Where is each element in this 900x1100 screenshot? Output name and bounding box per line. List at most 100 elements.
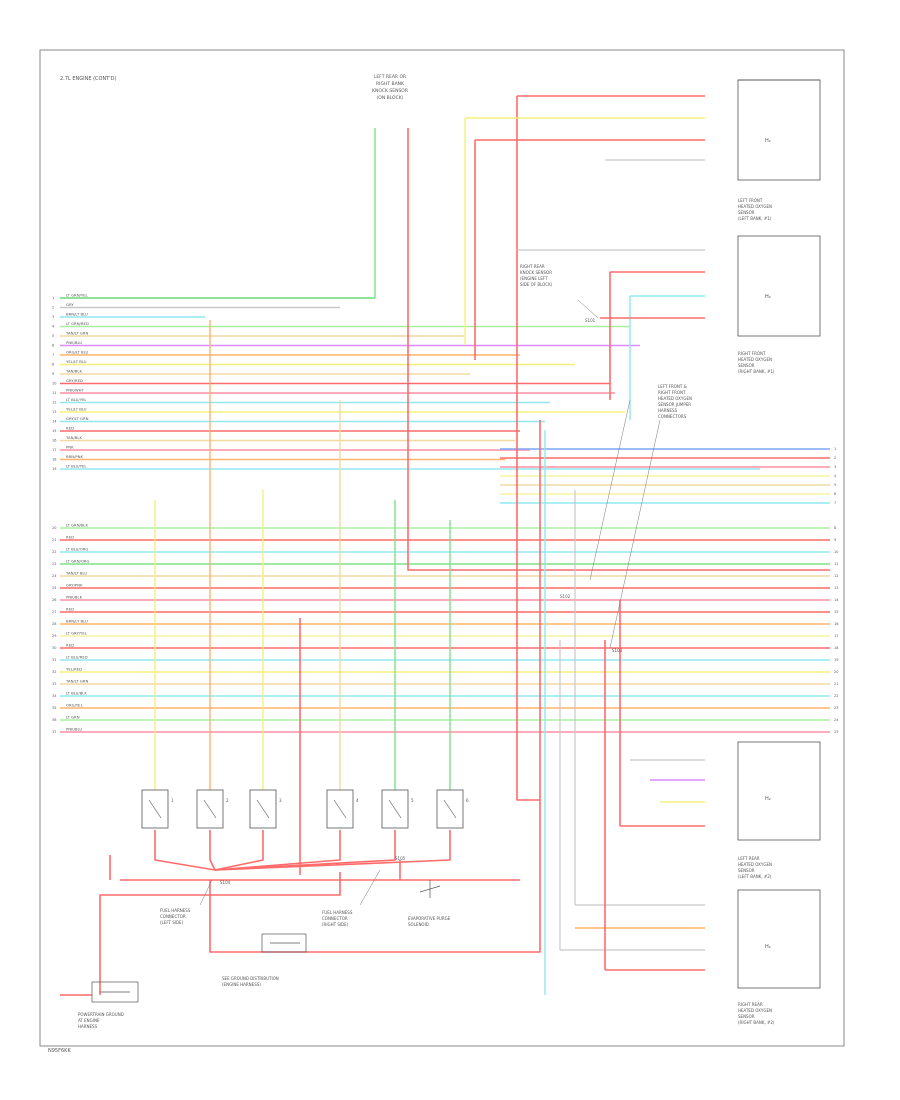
svg-text:5: 5 (834, 483, 836, 487)
wire (209, 830, 216, 871)
ground-switch-symbol (91, 880, 441, 1003)
fuel-injector: 4 (326, 789, 359, 829)
svg-text:3: 3 (834, 465, 836, 469)
svg-text:5: 5 (411, 798, 414, 803)
svg-text:11: 11 (834, 562, 838, 566)
svg-text:LT GRN/YEL: LT GRN/YEL (66, 293, 89, 298)
svg-text:SENSOR: SENSOR (738, 1014, 755, 1019)
svg-text:2: 2 (834, 456, 836, 460)
corner-label: 2.7L ENGINE (CONT'D) (60, 76, 116, 82)
svg-text:RED: RED (66, 426, 74, 431)
svg-text:11: 11 (52, 391, 56, 395)
svg-text:22: 22 (834, 694, 838, 698)
wire (516, 96, 540, 801)
svg-text:6: 6 (466, 798, 469, 803)
svg-text:15: 15 (834, 610, 838, 614)
svg-text:HEATED OXYGEN: HEATED OXYGEN (738, 357, 772, 362)
wire (214, 830, 451, 871)
fuel-injector: 2 (196, 789, 229, 829)
splice-labels: S101 S102 S103 S104 S105 (220, 318, 623, 885)
note-fuel-harness-left: FUEL HARNESS CONNECTOR (LEFT SIDE) (160, 908, 191, 925)
svg-text:4: 4 (834, 474, 837, 478)
svg-text:13: 13 (834, 586, 838, 590)
svg-text:(ENGINE LEFT: (ENGINE LEFT (520, 276, 548, 281)
svg-text:YEL/RED: YEL/RED (66, 667, 82, 672)
svg-text:KNOCK SENSOR: KNOCK SENSOR (520, 270, 552, 275)
svg-text:9: 9 (834, 538, 836, 542)
svg-text:6: 6 (834, 492, 836, 496)
svg-text:29: 29 (52, 634, 56, 638)
svg-text:28: 28 (52, 622, 56, 626)
svg-text:30: 30 (52, 646, 56, 650)
svg-text:GRY/PNK: GRY/PNK (66, 583, 83, 588)
svg-text:TAN/LT BLU: TAN/LT BLU (65, 571, 87, 576)
svg-text:17: 17 (52, 448, 56, 452)
note-evap-solenoid: EVAPORATIVE PURGE SOLENOID (408, 916, 451, 927)
wire (199, 879, 213, 906)
svg-text:SENSOR: SENSOR (738, 210, 755, 215)
svg-text:HARNESS: HARNESS (78, 1024, 98, 1029)
svg-text:21: 21 (834, 682, 838, 686)
svg-text:1: 1 (52, 296, 54, 300)
svg-text:34: 34 (52, 694, 57, 698)
svg-text:2: 2 (226, 798, 229, 803)
svg-text:RIGHT FRONT: RIGHT FRONT (658, 390, 686, 395)
svg-text:FUEL HARNESS: FUEL HARNESS (160, 908, 191, 913)
svg-text:36: 36 (52, 718, 56, 722)
svg-text:LT GRN/RED: LT GRN/RED (66, 321, 89, 326)
svg-text:16: 16 (834, 622, 838, 626)
svg-text:2: 2 (52, 306, 54, 310)
svg-text:6: 6 (52, 344, 54, 348)
note-ground-distribution: SEE GROUND DISTRIBUTION (ENGINE HARNESS) (222, 976, 279, 987)
svg-text:LT BLU/BLK: LT BLU/BLK (66, 691, 87, 696)
svg-text:(ENGINE HARNESS): (ENGINE HARNESS) (222, 982, 261, 987)
svg-text:YEL/LT BLU: YEL/LT BLU (66, 359, 87, 364)
svg-text:HARNESS: HARNESS (658, 408, 678, 413)
svg-text:20: 20 (52, 526, 56, 530)
fuel-injector: 6 (436, 789, 469, 829)
svg-text:12: 12 (52, 401, 56, 405)
svg-text:ORG/LT BLU: ORG/LT BLU (66, 350, 88, 355)
svg-text:25: 25 (834, 730, 838, 734)
svg-text:14: 14 (52, 420, 57, 424)
svg-text:CONNECTORS: CONNECTORS (658, 414, 687, 419)
svg-text:23: 23 (52, 562, 56, 566)
svg-text:27: 27 (52, 610, 56, 614)
wire (589, 399, 631, 581)
wire (577, 299, 599, 319)
svg-text:H₂: H₂ (765, 138, 771, 144)
svg-text:LT GRY/YEL: LT GRY/YEL (66, 631, 88, 636)
svg-text:RIGHT FRONT: RIGHT FRONT (738, 351, 766, 356)
svg-text:PNK: PNK (66, 445, 74, 450)
svg-text:GRY/RED: GRY/RED (66, 378, 83, 383)
svg-text:HEATED OXYGEN: HEATED OXYGEN (738, 1008, 772, 1013)
svg-text:TAN/BLK: TAN/BLK (65, 369, 82, 374)
svg-text:RIGHT BANK: RIGHT BANK (376, 81, 405, 87)
svg-text:YEL/LT BLU: YEL/LT BLU (66, 407, 87, 412)
svg-text:PNK/BLU: PNK/BLU (66, 340, 82, 345)
svg-text:HEATED OXYGEN: HEATED OXYGEN (738, 204, 772, 209)
wire (609, 419, 661, 649)
top-connector-label: LEFT REAR OR RIGHT BANK KNOCK SENSOR (ON… (372, 74, 408, 101)
svg-text:LEFT FRONT: LEFT FRONT (738, 198, 763, 203)
o2-sensor-right-rear: H₂ RIGHT REAR HEATED OXYGEN SENSOR (RIGH… (737, 889, 821, 1025)
wire (359, 869, 381, 906)
svg-text:16: 16 (52, 439, 56, 443)
svg-text:RED: RED (66, 535, 74, 540)
svg-text:LT BLU/YEL: LT BLU/YEL (66, 397, 87, 402)
svg-text:PNK/BLU: PNK/BLU (66, 727, 82, 732)
svg-text:TAN/LT GRN: TAN/LT GRN (65, 331, 88, 336)
note-powertrain-ground: POWERTRAIN GROUND AT ENGINE HARNESS (78, 1012, 124, 1029)
left-pin-numbers: 1234567891011121314151617181920212223242… (52, 296, 57, 734)
svg-text:H₂: H₂ (765, 294, 771, 300)
svg-text:LT BLU/ORG: LT BLU/ORG (66, 547, 88, 552)
fuel-injector: 5 (381, 789, 414, 829)
svg-text:PNK/WHT: PNK/WHT (66, 388, 85, 393)
splice-label: S103 (612, 648, 623, 653)
svg-text:HEATED OXYGEN: HEATED OXYGEN (658, 396, 692, 401)
svg-text:15: 15 (52, 429, 56, 433)
svg-text:RED: RED (66, 607, 74, 612)
wire (214, 830, 341, 871)
svg-text:22: 22 (52, 550, 56, 554)
